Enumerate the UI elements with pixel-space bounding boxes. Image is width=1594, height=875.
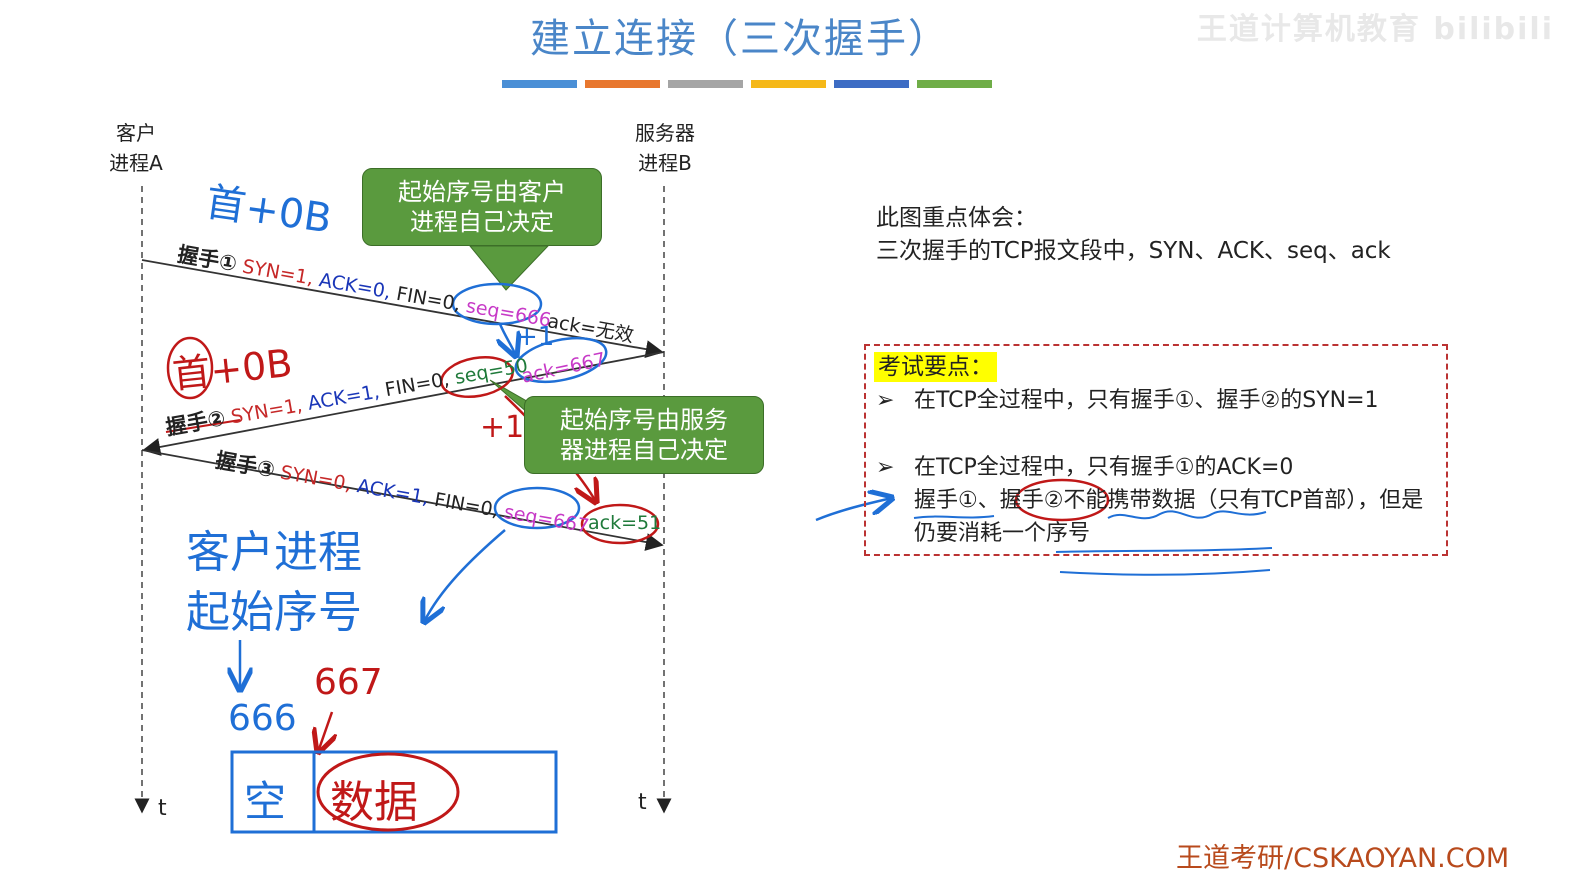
client-label-line2: 进程A [109, 151, 163, 175]
ack51-circle [580, 503, 660, 545]
client-label: 客户 进程A [100, 118, 172, 178]
bullet-arrow-icon: ➢ [876, 388, 895, 413]
blue-arrow-plus1 [500, 323, 516, 356]
color-bar-2 [585, 80, 660, 88]
color-bar-1 [502, 80, 577, 88]
notes-line1: 此图重点体会： [876, 205, 1037, 231]
bubble-client: 起始序号由客户 进程自己决定 [362, 168, 602, 246]
annotation-667: 667 [314, 662, 383, 703]
red-arrow-667 [318, 711, 332, 752]
color-bar-5 [834, 80, 909, 88]
annotation-plus1-blue: +1 [516, 322, 555, 352]
ack667-circle [514, 336, 608, 384]
annotation-666: 666 [228, 698, 297, 739]
blue-arrow-down [424, 529, 506, 622]
client-label-line1: 客户 [116, 121, 156, 145]
exam-item-2: ➢ 在TCP全过程中，只有握手①的ACK=0 [876, 451, 1416, 484]
bubble-server-line1: 起始序号由服务 [560, 406, 728, 434]
exam-item-3: 握手①、握手②不能携带数据（只有TCP首部），但是仍要消耗一个序号 [876, 484, 1426, 550]
notes-line2: 三次握手的TCP报文段中，SYN、ACK、seq、ack [876, 238, 1391, 264]
handshake-1-line [141, 259, 664, 359]
red-underline [165, 419, 241, 433]
bubble-client-line2: 进程自己决定 [410, 208, 554, 236]
handshake-3-line [141, 449, 664, 551]
packet-empty-label: 空 [244, 777, 287, 826]
exam-item-1: ➢ 在TCP全过程中，只有握手①、握手②的SYN=1 [876, 384, 1416, 450]
exam-squiggle [1107, 510, 1267, 520]
annotation-client-seq-1: 客户进程 [186, 527, 362, 578]
blue-arrow-exam [815, 498, 892, 522]
color-bar-3 [668, 80, 743, 88]
bubble-client-pointer [468, 245, 550, 291]
exam-title: 考试要点： [874, 352, 997, 382]
footer-brand: 王道考研/CSKAOYAN.COM [1176, 843, 1510, 874]
exam-item-3-text: 握手①、握手②不能携带数据（只有TCP首部），但是仍要消耗一个序号 [914, 488, 1424, 546]
color-bar-4 [751, 80, 826, 88]
packet-data-label: 数据 [330, 777, 418, 828]
annotation-client-seq-2: 起始序号 [186, 587, 362, 638]
bubble-client-line1: 起始序号由客户 [398, 178, 566, 206]
client-time-label: t [158, 796, 167, 821]
server-label-line2: 进程B [638, 151, 692, 175]
server-label: 服务器 进程B [624, 118, 706, 178]
exam-item-2-text: 在TCP全过程中，只有握手①的ACK=0 [914, 455, 1294, 480]
color-bars [502, 80, 992, 88]
page-title: 建立连接（三次握手） [530, 16, 950, 62]
bubble-server-line2: 器进程自己决定 [560, 436, 728, 464]
seq666-circle [451, 282, 543, 326]
server-time-label: t [638, 790, 647, 815]
server-label-line1: 服务器 [635, 121, 695, 145]
exam-item-1-text: 在TCP全过程中，只有握手①、握手②的SYN=1 [914, 388, 1379, 413]
first-red-circle [166, 336, 214, 400]
exam-box [864, 344, 1448, 556]
seq50-circle [440, 356, 514, 398]
handshake-2-line [142, 351, 665, 456]
exam-underline-3 [1059, 569, 1271, 576]
bullet-arrow-icon: ➢ [876, 455, 895, 480]
annotation-plus1-red: +1 [480, 410, 525, 445]
exam-underline-2 [1055, 547, 1273, 553]
color-bar-6 [917, 80, 992, 88]
handshake-3-ack-num: ack=51 [588, 512, 662, 534]
watermark: 王道计算机教育 bilibili [1196, 12, 1554, 47]
packet-box [230, 750, 558, 834]
bubble-server: 起始序号由服务 器进程自己决定 [524, 396, 764, 474]
exam-underline-1 [913, 515, 995, 519]
exam-handshake2-circle [1014, 478, 1110, 522]
data-red-circle [316, 752, 460, 832]
notes: 此图重点体会： 三次握手的TCP报文段中，SYN、ACK、seq、ack [876, 202, 1391, 268]
